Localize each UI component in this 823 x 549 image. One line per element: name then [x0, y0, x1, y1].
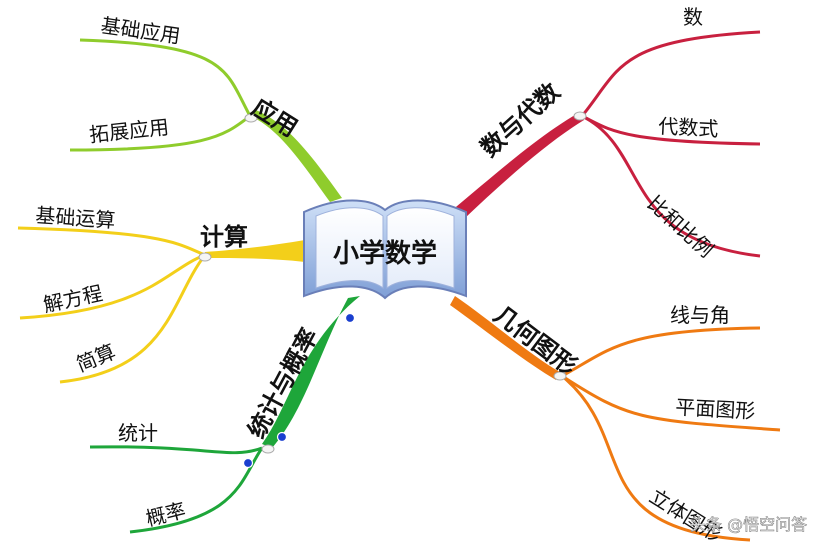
branch-tongji [89, 296, 360, 534]
leaf-jiansuan: 简算 [73, 339, 119, 376]
branch-yingyong-twig-2 [69, 114, 251, 152]
leaf-jichuyunsuan: 基础运算 [35, 203, 116, 233]
branch-jisuan-twig-3 [59, 254, 207, 384]
branch-jihe-twig-1 [561, 326, 761, 378]
branch-shuyudaishu-twig-1 [580, 30, 761, 117]
connector-dot [242, 457, 254, 469]
book-page-left [315, 207, 384, 290]
connector-knob [261, 444, 275, 454]
leaf-daishushi: 代数式 [658, 114, 719, 141]
connector-dot [276, 431, 288, 443]
branch-jisuan-trunk [205, 240, 305, 262]
branch-tongji-trunk [262, 296, 360, 448]
leaf-bihebili: 比和比例 [643, 191, 719, 262]
branch-shuyudaishu [450, 30, 761, 258]
branch-yingyong [69, 38, 342, 202]
book-page-right [386, 207, 455, 290]
leaf-gailv: 概率 [143, 498, 188, 531]
watermark: 头条 @悟空问答 [690, 515, 807, 534]
connector-knob [573, 111, 587, 121]
branch-tongji-twig-2 [129, 447, 264, 534]
branch-label-yingyong: 应用 [247, 93, 303, 142]
connector-knob [198, 252, 212, 262]
branch-jihe-twig-3 [561, 374, 751, 542]
branch-jisuan-twig-2 [19, 253, 206, 320]
branch-jihe [450, 296, 781, 542]
branch-yingyong-twig-1 [79, 38, 252, 117]
branch-jisuan [17, 226, 305, 384]
connector-dot [344, 312, 356, 324]
center-book: 小学数学 [303, 199, 467, 300]
branch-jisuan-twig-1 [17, 226, 206, 257]
branch-shuyudaishu-trunk [450, 112, 584, 218]
leaf-shu: 数 [683, 5, 703, 29]
branch-jihe-trunk [450, 296, 560, 380]
leaf-pingmiantuxing: 平面图形 [675, 395, 756, 423]
branch-label-shuyudaishu: 数与代数 [475, 77, 566, 163]
center-title: 小学数学 [333, 238, 437, 269]
branch-label-jisuan: 计算 [200, 223, 248, 251]
leaf-tuozhanyingyong: 拓展应用 [88, 115, 170, 147]
connector-knob [553, 371, 567, 381]
leaf-tongji: 统计 [118, 421, 158, 445]
branch-jihe-twig-2 [561, 374, 781, 432]
leaf-xianyujiao: 线与角 [670, 303, 730, 327]
branch-tongji-twig-1 [89, 445, 263, 455]
connector-knob [244, 113, 258, 123]
branch-shuyudaishu-twig-3 [581, 114, 761, 258]
branch-yingyong-trunk [250, 110, 342, 202]
